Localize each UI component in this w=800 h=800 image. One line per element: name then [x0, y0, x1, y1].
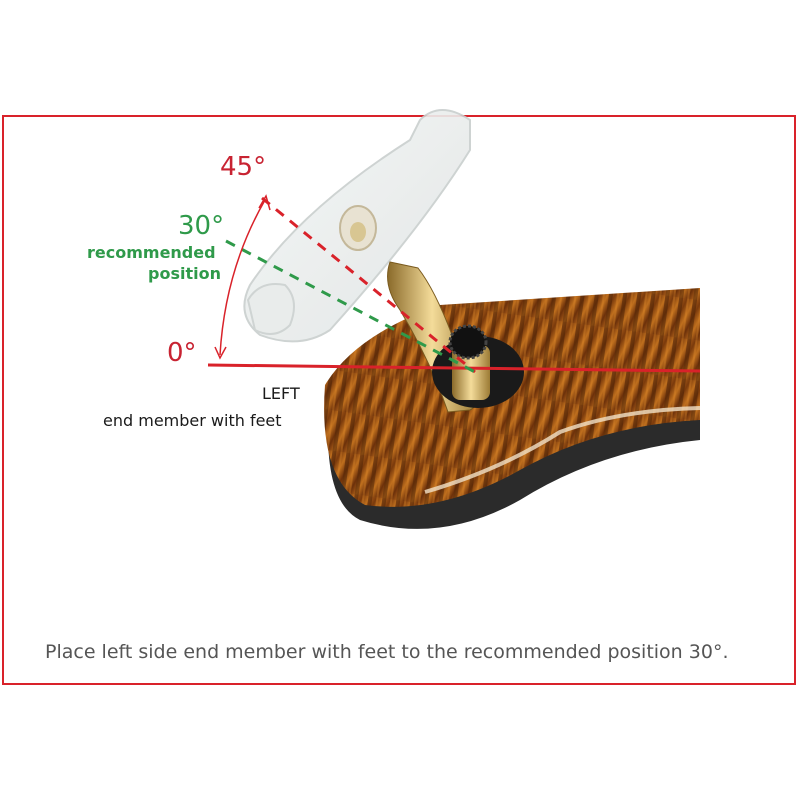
angle-label-30: 30°: [178, 211, 225, 241]
angle-label-0: 0°: [167, 338, 197, 368]
arc-arrow-bottom: [214, 346, 227, 360]
position-label: position: [148, 264, 221, 283]
brass-screw: [452, 345, 490, 400]
clear-foot: [243, 109, 471, 343]
angle-line-45deg: [261, 196, 476, 374]
angle-label-45: 45°: [220, 152, 267, 182]
angle-line-0deg: [207, 363, 701, 373]
caption-text: Place left side end member with feet to …: [45, 641, 729, 663]
angle-arc: [219, 199, 266, 356]
recommended-label: recommended: [87, 243, 216, 262]
wooden-rest-body: [324, 288, 700, 507]
arc-arrow-top: [258, 194, 271, 211]
angle-line-30deg: [225, 239, 476, 374]
wood-edge-highlight: [424, 406, 701, 494]
left-label: LEFT: [262, 384, 300, 403]
end-member-label: end member with feet: [103, 411, 282, 430]
knurled-knob: [448, 324, 488, 360]
